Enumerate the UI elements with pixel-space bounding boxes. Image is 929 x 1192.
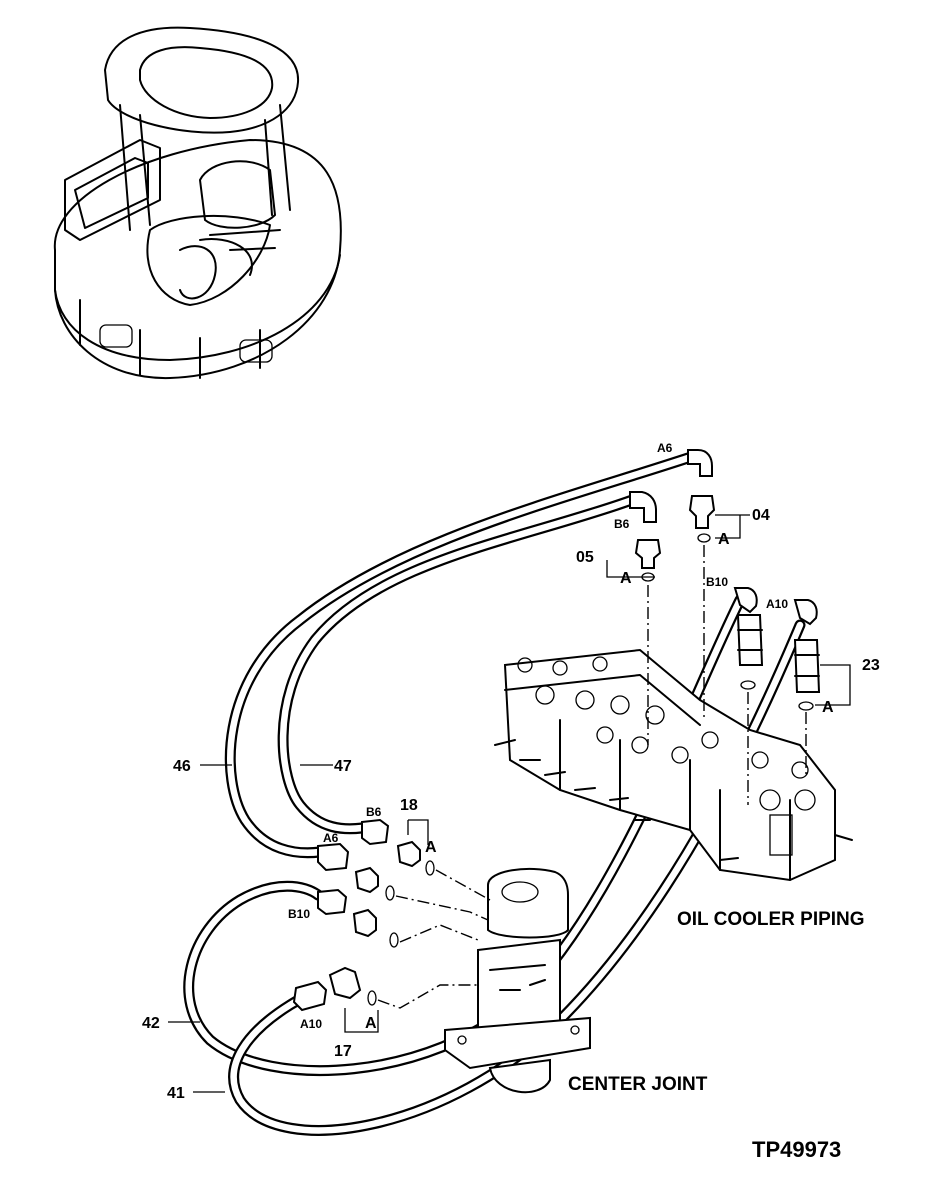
centerline-row3 bbox=[399, 924, 479, 943]
center-joint-body bbox=[444, 867, 591, 1094]
fitting-a6-top-elbow bbox=[687, 449, 713, 477]
label-b10-top: B10 bbox=[706, 575, 728, 589]
check-valve-23 bbox=[736, 614, 821, 711]
hose-47 bbox=[277, 494, 638, 835]
label-part-18: 18 bbox=[400, 797, 418, 814]
label-part-41: 41 bbox=[167, 1085, 185, 1102]
fitting-a6-bottom bbox=[317, 842, 350, 872]
leader-lines bbox=[168, 514, 851, 1093]
label-part-05: 05 bbox=[576, 549, 594, 566]
label-a10-top: A10 bbox=[766, 597, 788, 611]
label-a-05: A bbox=[620, 570, 632, 587]
label-a-17: A bbox=[365, 1015, 377, 1032]
adapter-05 bbox=[634, 539, 662, 582]
label-b10-bottom: B10 bbox=[288, 907, 310, 921]
control-valve-assembly bbox=[494, 648, 853, 882]
label-a-04: A bbox=[718, 531, 730, 548]
label-a-18: A bbox=[425, 839, 437, 856]
caption-center-joint: CENTER JOINT bbox=[568, 1074, 708, 1095]
fitting-b6-bottom bbox=[361, 818, 390, 846]
adapter-second-row bbox=[354, 866, 395, 901]
label-part-42: 42 bbox=[142, 1015, 160, 1032]
centerline-17 bbox=[377, 984, 478, 1009]
centerline-18 bbox=[435, 869, 491, 901]
adapter-04 bbox=[688, 495, 716, 543]
label-a6-bottom: A6 bbox=[323, 831, 339, 845]
label-a6-top: A6 bbox=[657, 441, 673, 455]
adapter-18 bbox=[396, 840, 435, 876]
label-part-47: 47 bbox=[334, 758, 352, 775]
adapter-17-elbow bbox=[328, 966, 377, 1006]
caption-oil-cooler-piping: OIL COOLER PIPING bbox=[677, 909, 865, 930]
label-a10-bottom: A10 bbox=[300, 1017, 322, 1031]
label-part-17: 17 bbox=[334, 1043, 352, 1060]
label-part-23: 23 bbox=[862, 657, 880, 674]
fitting-a10-bottom bbox=[292, 980, 328, 1012]
label-b6-bottom: B6 bbox=[366, 805, 382, 819]
fitting-a10-top-elbow bbox=[793, 599, 818, 626]
figure-id: TP49973 bbox=[752, 1137, 841, 1162]
label-part-46: 46 bbox=[173, 758, 191, 775]
centerline-row2 bbox=[395, 895, 489, 921]
label-b6-top: B6 bbox=[614, 517, 630, 531]
hose-46 bbox=[224, 452, 694, 859]
fitting-b6-top-elbow bbox=[629, 491, 657, 523]
adapter-third-row bbox=[352, 908, 399, 948]
label-part-04: 04 bbox=[752, 507, 770, 524]
fitting-b10-top-elbow bbox=[733, 587, 758, 614]
fitting-b10-bottom bbox=[317, 888, 348, 916]
label-a-23: A bbox=[822, 699, 834, 716]
excavator-overview-illustration bbox=[53, 26, 342, 380]
